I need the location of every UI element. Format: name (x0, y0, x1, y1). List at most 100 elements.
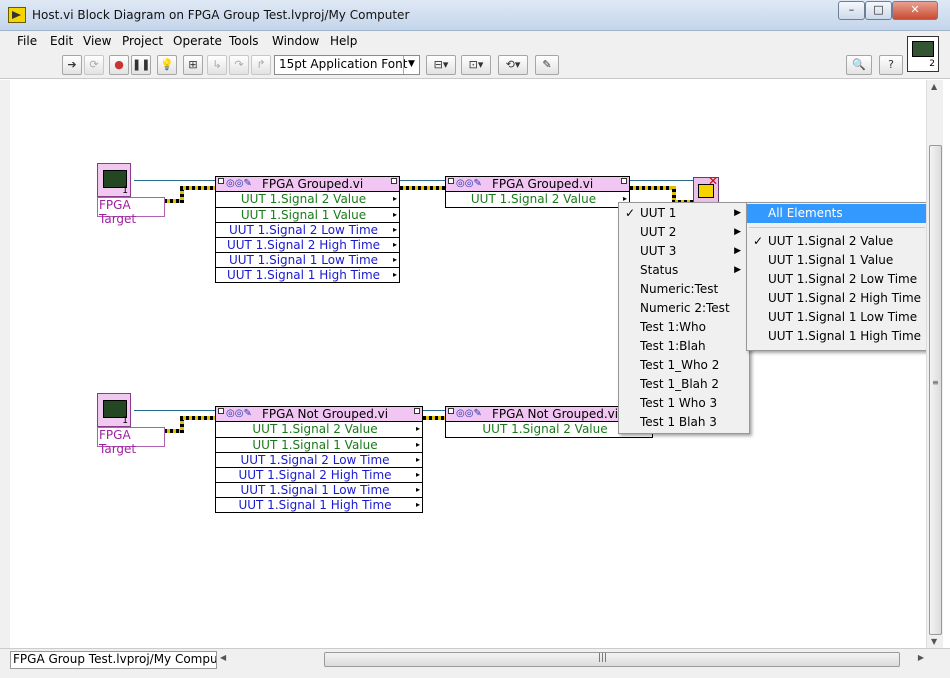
vertical-scroll-thumb[interactable] (929, 145, 942, 635)
node-element-label: UUT 1.Signal 2 High Time (226, 238, 381, 252)
node-element-row[interactable]: UUT 1.Signal 2 Value▸ (446, 192, 629, 207)
vertical-scrollbar[interactable]: ▲ ≡ ▼ (926, 80, 943, 648)
error-wire[interactable] (134, 410, 216, 411)
menu-item[interactable]: Test 1:Who (619, 318, 749, 337)
block-diagram-canvas[interactable] (10, 80, 926, 648)
node-element-row[interactable]: UUT 1.Signal 1 Low Time▸ (216, 252, 399, 267)
error-wire[interactable] (134, 180, 216, 181)
menu-item-label: UUT 1.Signal 1 High Time (768, 329, 922, 343)
menu-item[interactable]: UUT 1.Signal 2 High Time (747, 289, 927, 308)
horizontal-scroll-thumb[interactable] (324, 652, 900, 667)
menu-item[interactable]: Numeric 2:Test (619, 299, 749, 318)
pause-icon[interactable]: ❚❚ (131, 55, 151, 75)
minimize-button[interactable]: – (838, 1, 865, 20)
menu-tools[interactable]: Tools (229, 34, 259, 48)
menu-item[interactable]: Test 1_Blah 2 (619, 375, 749, 394)
menu-item[interactable]: UUT 1.Signal 1 Low Time (747, 308, 927, 327)
search-icon[interactable]: 🔍 (846, 55, 872, 75)
close-button[interactable]: ✕ (892, 1, 938, 20)
node-element-row[interactable]: UUT 1.Signal 1 Value▸ (216, 207, 399, 222)
error-wire[interactable] (400, 180, 446, 181)
reorder-icon[interactable]: ⟲▾ (498, 55, 528, 75)
scroll-up-icon[interactable]: ▲ (931, 82, 938, 91)
menu-item[interactable]: Test 1:Blah (619, 337, 749, 356)
node-element-row[interactable]: UUT 1.Signal 1 High Time▸ (216, 497, 422, 512)
menu-item[interactable]: UUT 2▶ (619, 223, 749, 242)
menu-item[interactable]: ✓UUT 1.Signal 2 Value (747, 232, 927, 251)
abort-icon[interactable]: ● (109, 55, 129, 75)
fpga-reference-wire[interactable] (630, 186, 675, 190)
node-title: FPGA Grouped.vi (492, 177, 594, 191)
align-objects-icon[interactable]: ⊟▾ (426, 55, 456, 75)
node-header[interactable]: ◎◎✎ FPGA Grouped.vi (446, 177, 629, 192)
node-element-row[interactable]: UUT 1.Signal 1 Value▸ (216, 437, 422, 452)
fpga-target-icon[interactable]: 1 (97, 163, 131, 197)
submenu-all-elements[interactable]: All Elements (747, 204, 927, 223)
step-into-icon[interactable]: ↳ (207, 55, 227, 75)
fpga-reference-wire[interactable] (180, 186, 216, 190)
menu-item[interactable]: Test 1 Blah 3 (619, 413, 749, 432)
fpga-target-bottom[interactable]: 1 FPGA Target (97, 393, 165, 471)
node-element-row[interactable]: UUT 1.Signal 2 Low Time▸ (216, 452, 422, 467)
menu-project[interactable]: Project (122, 34, 164, 48)
node-element-row[interactable]: UUT 1.Signal 2 High Time▸ (216, 237, 399, 252)
labview-app-icon[interactable] (8, 7, 26, 23)
scroll-down-icon[interactable]: ▼ (931, 637, 938, 646)
glasses-icon: ◎◎✎ (456, 408, 482, 419)
run-continuously-icon[interactable]: ⟳ (84, 55, 104, 75)
menu-item[interactable]: Numeric:Test (619, 280, 749, 299)
horizontal-scrollbar[interactable]: ◀ ||| ▶ (218, 651, 926, 668)
menu-window[interactable]: Window (272, 34, 320, 48)
read-write-node-notgrouped-1[interactable]: ◎◎✎ FPGA Not Grouped.vi UUT 1.Signal 2 V… (215, 406, 423, 513)
node-element-row[interactable]: UUT 1.Signal 2 Value▸ (216, 192, 399, 207)
fpga-target-icon[interactable]: 1 (97, 393, 131, 427)
node-element-row[interactable]: UUT 1.Signal 2 High Time▸ (216, 467, 422, 482)
node-header[interactable]: ◎◎✎ FPGA Not Grouped.vi (446, 407, 652, 422)
step-over-icon[interactable]: ↷ (229, 55, 249, 75)
retain-wire-values-icon[interactable]: ⊞ (183, 55, 203, 75)
error-wire[interactable] (630, 180, 694, 181)
read-write-node-grouped-1[interactable]: ◎◎✎ FPGA Grouped.vi UUT 1.Signal 2 Value… (215, 176, 400, 283)
maximize-button[interactable]: □ (865, 1, 892, 20)
context-help-icon[interactable]: ? (879, 55, 903, 75)
menu-operate[interactable]: Operate (173, 34, 222, 48)
fpga-target-top[interactable]: 1 FPGA Target (97, 163, 165, 241)
menu-file[interactable]: File (17, 34, 38, 48)
fpga-reference-wire[interactable] (180, 186, 184, 203)
menu-help[interactable]: Help (330, 34, 358, 48)
fpga-reference-wire[interactable] (400, 186, 446, 190)
fpga-reference-wire[interactable] (180, 416, 184, 433)
highlight-execution-icon[interactable]: 💡 (157, 55, 177, 75)
menu-item[interactable]: Test 1 Who 3 (619, 394, 749, 413)
step-out-icon[interactable]: ↱ (251, 55, 271, 75)
font-selector[interactable]: 15pt Application Font ▼ (274, 55, 420, 75)
fpga-reference-wire[interactable] (672, 186, 676, 204)
node-element-row[interactable]: UUT 1.Signal 2 Value▸ (216, 422, 422, 437)
glasses-icon: ◎◎✎ (456, 178, 482, 189)
distribute-objects-icon[interactable]: ⊡▾ (461, 55, 491, 75)
node-element-row[interactable]: UUT 1.Signal 2 Low Time▸ (216, 222, 399, 237)
menu-item[interactable]: UUT 1.Signal 2 Low Time (747, 270, 927, 289)
vi-icon[interactable]: 2 (907, 36, 939, 72)
menu-item[interactable]: UUT 3▶ (619, 242, 749, 261)
read-write-node-grouped-2[interactable]: ◎◎✎ FPGA Grouped.vi UUT 1.Signal 2 Value… (445, 176, 630, 208)
node-element-row[interactable]: UUT 1.Signal 1 High Time▸ (216, 267, 399, 282)
node-element-row[interactable]: UUT 1.Signal 1 Low Time▸ (216, 482, 422, 497)
scroll-right-icon[interactable]: ▶ (917, 653, 924, 662)
node-header[interactable]: ◎◎✎ FPGA Grouped.vi (216, 177, 399, 192)
node-element-label: UUT 1.Signal 2 Value (482, 422, 608, 436)
clean-up-diagram-icon[interactable]: ✎ (535, 55, 559, 75)
menu-edit[interactable]: Edit (50, 34, 74, 48)
menu-item[interactable]: Status▶ (619, 261, 749, 280)
run-arrow-icon[interactable]: ➔ (62, 55, 82, 75)
error-wire[interactable] (423, 410, 446, 411)
fpga-reference-wire[interactable] (423, 416, 446, 420)
menu-item[interactable]: UUT 1.Signal 1 Value (747, 251, 927, 270)
menu-item[interactable]: UUT 1.Signal 1 High Time (747, 327, 927, 346)
menu-item[interactable]: Test 1_Who 2 (619, 356, 749, 375)
menu-view[interactable]: View (83, 34, 112, 48)
node-header[interactable]: ◎◎✎ FPGA Not Grouped.vi (216, 407, 422, 422)
fpga-reference-wire[interactable] (180, 416, 216, 420)
scroll-left-icon[interactable]: ◀ (220, 653, 227, 662)
menu-item[interactable]: ✓UUT 1▶ (619, 204, 749, 223)
